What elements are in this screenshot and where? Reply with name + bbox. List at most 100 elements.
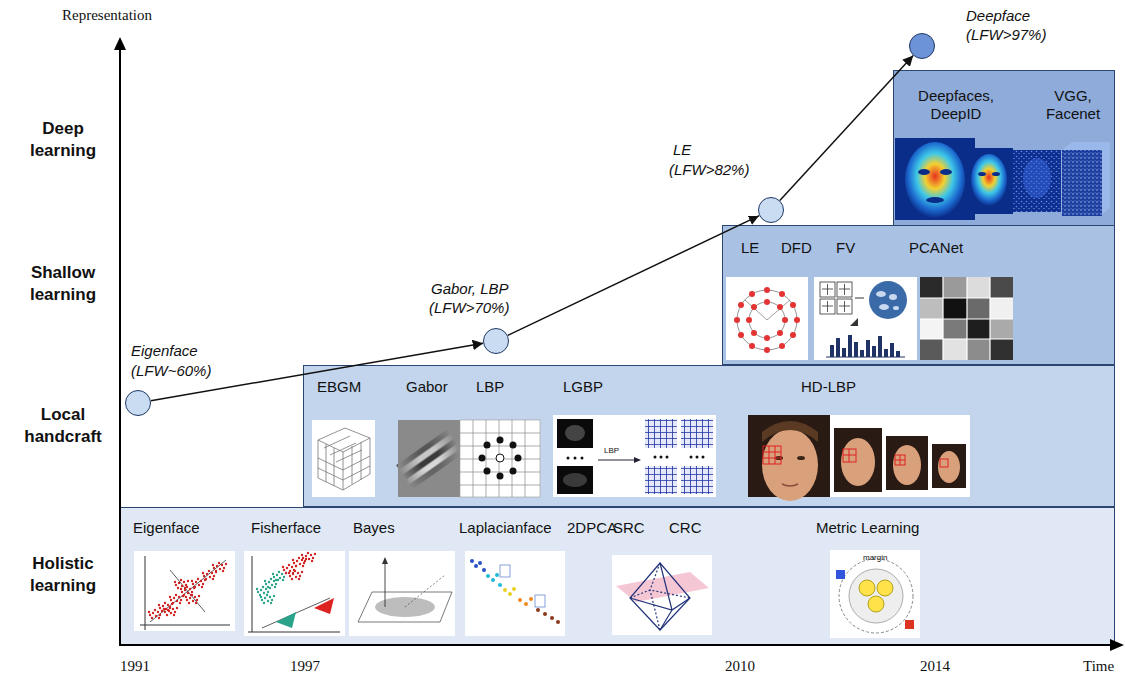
illustration-part — [943, 298, 967, 319]
illustration-part — [779, 343, 785, 349]
illustration-part — [163, 606, 178, 616]
method-name: HD-LBP — [801, 378, 856, 396]
illustration-part — [839, 559, 913, 633]
illustration-part — [920, 319, 943, 339]
method-name: SRC — [613, 519, 645, 537]
milestone-label: Eigenface — [131, 342, 198, 360]
illustration-part — [557, 466, 593, 494]
illustration-part — [660, 456, 663, 459]
illustration-part — [971, 154, 1007, 206]
method-name-holder: Metric Learning — [816, 519, 919, 537]
illustration-part — [486, 574, 490, 578]
milestone-label-holder: Gabor, LBP — [431, 280, 509, 298]
illustration-part — [645, 466, 677, 494]
illustration-part — [518, 598, 522, 602]
milestone-label: (LFW>70%) — [429, 299, 509, 317]
fisherface-plot — [244, 551, 345, 636]
milestone-label-holder: Deepface — [966, 7, 1030, 25]
illustration-part — [398, 420, 460, 497]
illustration-part — [938, 451, 960, 483]
illustration-part — [763, 446, 781, 464]
illustration-part — [696, 456, 699, 459]
illustration-part — [990, 339, 1013, 360]
illustration-part — [762, 421, 818, 442]
illustration-part — [814, 277, 917, 360]
illustration-part — [790, 302, 796, 308]
illustration-part — [405, 575, 445, 607]
method-name-holder: DFD — [781, 239, 812, 257]
illustration-part — [567, 457, 584, 460]
method-name: VGG, Facenet — [1040, 87, 1106, 123]
illustration-part — [248, 632, 340, 633]
method-name-holder: SRC — [613, 519, 645, 537]
method-name: LBP — [476, 378, 504, 396]
illustration-part — [574, 457, 577, 460]
illustration-part — [460, 420, 540, 497]
illustration-part — [896, 351, 900, 357]
illustration-part — [920, 298, 943, 319]
illustration-part — [349, 551, 455, 636]
illustration-part — [690, 456, 693, 459]
milestone-circle: Deepface(LFW>97%) — [909, 33, 935, 59]
illustration-part — [145, 556, 146, 630]
illustration-part — [794, 317, 800, 323]
illustration-part — [737, 290, 797, 350]
illustration-part — [992, 172, 1000, 176]
figure-note-holder: margin — [863, 553, 887, 562]
method-name-holder: Gabor — [406, 378, 448, 396]
illustration-part — [465, 551, 565, 636]
illustration-part — [920, 277, 1013, 360]
illustration-part — [120, 644, 1112, 646]
axis-title-holder: Time — [1083, 657, 1114, 675]
illustration-part — [920, 339, 943, 360]
illustration-part — [260, 594, 275, 604]
illustration-part — [553, 415, 716, 497]
illustration-part — [567, 457, 570, 460]
milestone-label: Gabor, LBP — [431, 280, 509, 298]
illustration-part — [148, 609, 163, 619]
illustration-part — [681, 419, 713, 448]
method-name-holder: HD-LBP — [801, 378, 856, 396]
illustration-part — [508, 592, 512, 596]
illustration-part — [763, 446, 781, 464]
method-name: Eigenface — [133, 519, 200, 537]
milestone-label: (LFW>82%) — [669, 161, 749, 179]
illustration-part — [565, 425, 585, 441]
illustration-part — [169, 594, 184, 604]
level-label-holder: Deep learning — [13, 118, 113, 162]
illustration-part — [940, 459, 948, 467]
illustration-part — [895, 138, 975, 220]
milestone-circle: Gabor, LBP(LFW>70%) — [483, 328, 509, 354]
lbp-pattern — [460, 420, 540, 497]
illustration-part — [191, 578, 206, 588]
illustration-part — [990, 319, 1013, 339]
illustration-part — [497, 473, 504, 480]
illustration-part — [114, 37, 126, 50]
illustration-part — [134, 551, 235, 631]
illustration-part — [920, 277, 1013, 360]
axis-title: Representation — [62, 6, 152, 24]
illustration-part — [893, 445, 921, 485]
illustration-part — [398, 420, 460, 497]
illustration-part — [556, 620, 560, 624]
illustration-part — [119, 48, 121, 646]
illustration-part — [884, 349, 888, 357]
illustration-part — [460, 420, 540, 497]
illustration-part — [666, 456, 669, 459]
illustration-part — [868, 596, 884, 612]
illustration-part — [830, 550, 920, 638]
illustration-part — [479, 455, 486, 462]
illustration-part — [886, 436, 928, 490]
illustration-part — [876, 291, 886, 297]
illustration-part — [645, 419, 677, 448]
illustration-part — [301, 552, 316, 562]
illustration-part — [654, 456, 657, 459]
year-label: 1997 — [290, 657, 320, 675]
pcanet-filters — [920, 277, 1013, 360]
illustration-part — [879, 304, 889, 310]
illustration-part — [536, 608, 540, 612]
method-name-holder: Bayes — [353, 519, 395, 537]
illustration-part — [174, 579, 189, 589]
milestone-label: Deepface — [966, 7, 1030, 25]
illustration-part — [503, 588, 507, 592]
